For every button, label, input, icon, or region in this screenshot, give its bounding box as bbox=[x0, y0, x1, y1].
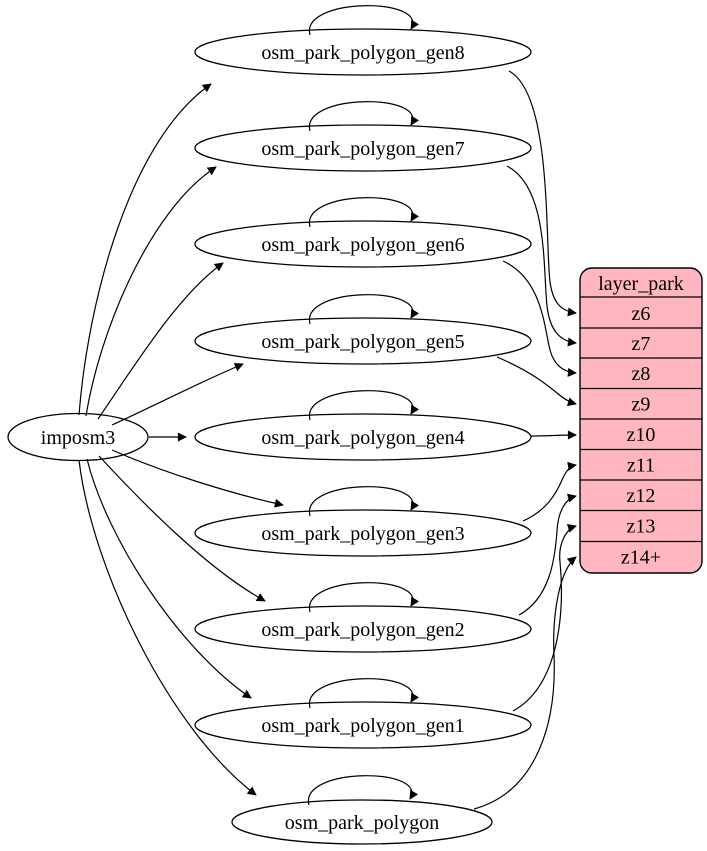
layer-row-z13: z13 bbox=[627, 516, 656, 538]
layer-row-z14: z14+ bbox=[621, 547, 661, 569]
table-node-shape-gen3 bbox=[194, 509, 532, 557]
edge-imposm3-gen3 bbox=[111, 449, 284, 508]
self-loop-gen2 bbox=[309, 582, 419, 613]
table-node-label-gen7: osm_park_polygon_gen7 bbox=[261, 138, 464, 160]
table-node-label-gen6: osm_park_polygon_gen6 bbox=[261, 234, 464, 256]
source-node-shape bbox=[7, 412, 149, 462]
edge-imposm3-gen6 bbox=[97, 262, 224, 420]
table-node-shape-gen7 bbox=[194, 124, 532, 172]
table-node-label-gen3: osm_park_polygon_gen3 bbox=[261, 523, 464, 545]
layer-node-box bbox=[579, 267, 703, 574]
edges-imposm3-to-tables bbox=[78, 83, 284, 796]
layer-row-z6: z6 bbox=[632, 303, 651, 325]
self-loop-gen1 bbox=[309, 678, 419, 709]
self-loop-gen6 bbox=[309, 197, 419, 228]
table-node-shape-gen4 bbox=[194, 413, 532, 461]
self-loop-edges bbox=[308, 5, 419, 806]
edge-gen1-z13 bbox=[512, 524, 577, 712]
table-node-shape-gen5 bbox=[194, 317, 532, 365]
self-loop-gen4 bbox=[309, 390, 419, 421]
table-node-label-gen8: osm_park_polygon_gen8 bbox=[261, 42, 464, 64]
edge-gen6-z8 bbox=[502, 260, 577, 377]
self-loop-gen5 bbox=[309, 294, 419, 325]
table-node-shape-gen6 bbox=[194, 220, 532, 268]
table-node-label-gen4: osm_park_polygon_gen4 bbox=[261, 427, 464, 449]
table-node-label-gen1: osm_park_polygon_gen1 bbox=[261, 715, 464, 737]
source-node-label: imposm3 bbox=[41, 427, 115, 449]
edge-gen7-z7 bbox=[506, 165, 577, 347]
edge-imposm3-gen2 bbox=[98, 455, 266, 602]
table-node-shape-gen1 bbox=[194, 701, 532, 749]
table-node-shape-gen2 bbox=[194, 605, 532, 653]
layer-node-title: layer_park bbox=[598, 273, 684, 295]
layer-row-z9: z9 bbox=[632, 394, 651, 416]
edge-gen5-z9 bbox=[496, 356, 577, 407]
self-loop-polygon bbox=[308, 775, 418, 806]
edge-imposm3-gen5 bbox=[111, 363, 244, 426]
layer-row-z11: z11 bbox=[627, 455, 655, 477]
self-loop-gen7 bbox=[309, 101, 419, 132]
edge-gen4-z10 bbox=[530, 430, 577, 440]
layer-row-z8: z8 bbox=[632, 363, 651, 385]
table-node-shape-gen8 bbox=[194, 28, 532, 76]
edge-imposm3-polygon bbox=[78, 459, 257, 796]
edge-imposm3-gen1 bbox=[86, 458, 252, 699]
edge-gen3-z11 bbox=[522, 461, 577, 522]
layer-row-z7: z7 bbox=[632, 333, 651, 355]
table-node-label-gen5: osm_park_polygon_gen5 bbox=[261, 331, 464, 353]
layer-row-z12: z12 bbox=[627, 485, 656, 507]
edges-tables-to-layer bbox=[473, 70, 577, 810]
layer-node bbox=[579, 267, 703, 574]
edge-polygon-z14 bbox=[473, 556, 577, 810]
self-loop-gen3 bbox=[309, 486, 419, 517]
edge-gen8-z6 bbox=[508, 70, 577, 317]
table-node-shape-polygon bbox=[231, 799, 493, 845]
table-node-label-polygon: osm_park_polygon bbox=[285, 812, 439, 834]
self-loop-gen8 bbox=[309, 5, 419, 36]
layer-row-z10: z10 bbox=[627, 424, 656, 446]
edge-imposm3-gen8 bbox=[78, 83, 212, 416]
edge-imposm3-gen7 bbox=[85, 166, 217, 417]
table-node-label-gen2: osm_park_polygon_gen2 bbox=[261, 619, 464, 641]
edge-gen2-z12 bbox=[518, 493, 577, 616]
